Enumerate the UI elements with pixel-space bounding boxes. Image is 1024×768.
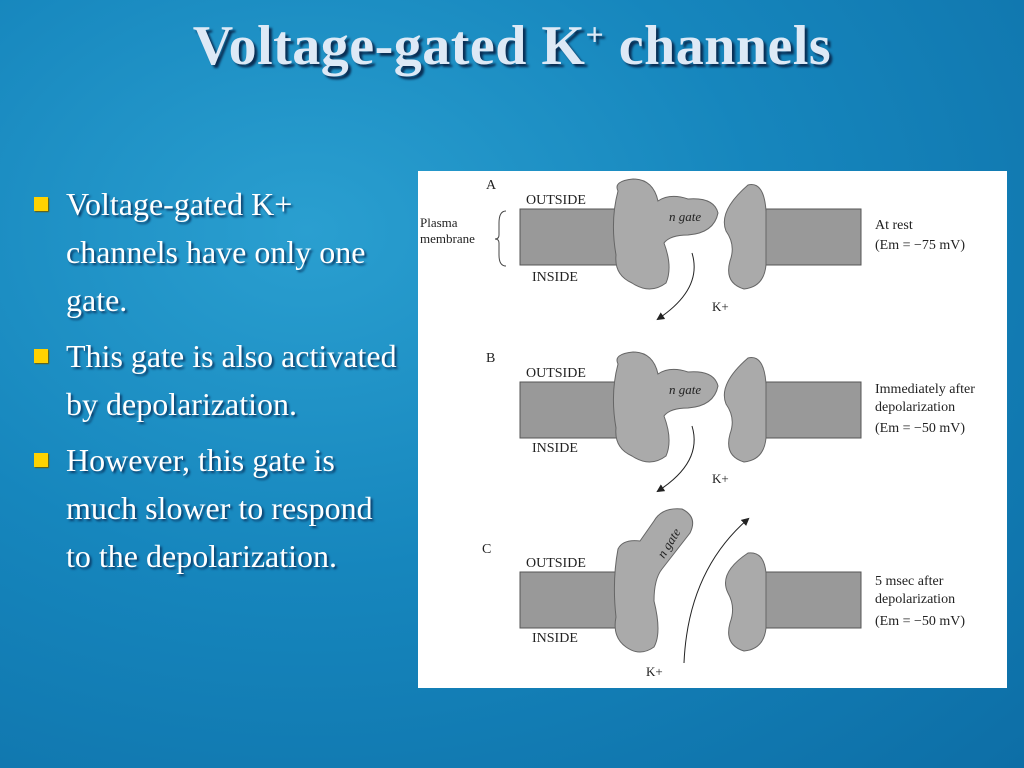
state-line-2: depolarization xyxy=(875,400,955,415)
plasma-label: Plasma xyxy=(420,215,458,230)
slide-title: Voltage-gated K+ channels xyxy=(0,14,1024,78)
ion-flow-arrow xyxy=(683,517,750,664)
ion-label: K+ xyxy=(712,299,729,314)
panel-b: B OUTSIDE INSIDE n gate K+ Immediately a… xyxy=(486,351,975,493)
bullet-square-icon xyxy=(34,349,48,363)
channel-left-subunit xyxy=(612,351,719,463)
channel-right-subunit xyxy=(725,552,767,652)
panel-letter: C xyxy=(482,542,491,557)
channel-right-subunit xyxy=(723,184,767,290)
membrane-left xyxy=(519,571,621,629)
outside-label: OUTSIDE xyxy=(526,366,586,381)
membrane-left xyxy=(519,208,621,266)
gate-label: n gate xyxy=(669,209,701,224)
membrane-label: membrane xyxy=(420,231,475,246)
membrane-brace xyxy=(494,210,507,267)
bullet-item: Voltage-gated K+ channels have only one … xyxy=(28,180,398,324)
state-line-1: 5 msec after xyxy=(875,574,944,589)
panel-c: C OUTSIDE INSIDE n gate K+ 5 msec after … xyxy=(482,508,965,679)
membrane-left xyxy=(519,381,621,439)
em-value: (Em = −50 mV) xyxy=(875,421,965,436)
inside-label: INSIDE xyxy=(532,631,578,646)
inside-label: INSIDE xyxy=(532,270,578,285)
ion-label: K+ xyxy=(646,664,663,679)
title-main: Voltage-gated K xyxy=(192,15,586,77)
channel-left-subunit xyxy=(613,508,694,653)
outside-label: OUTSIDE xyxy=(526,193,586,208)
title-superscript: + xyxy=(585,16,605,52)
state-line-1: At rest xyxy=(875,218,913,233)
panel-a: A OUTSIDE INSIDE n gate K+ At rest (Em =… xyxy=(486,178,965,321)
bullet-square-icon xyxy=(34,197,48,211)
em-value: (Em = −50 mV) xyxy=(875,614,965,629)
bullet-list: Voltage-gated K+ channels have only one … xyxy=(28,180,398,588)
ion-label: K+ xyxy=(712,471,729,486)
channel-right-subunit xyxy=(723,357,767,463)
bullet-text: Voltage-gated K+ channels have only one … xyxy=(66,186,366,318)
bullet-text: However, this gate is much slower to res… xyxy=(66,442,373,574)
membrane-right xyxy=(765,208,862,266)
inside-label: INSIDE xyxy=(532,441,578,456)
panel-letter: B xyxy=(486,351,495,366)
gate-label: n gate xyxy=(669,382,701,397)
bullet-text: This gate is also activated by depolariz… xyxy=(66,338,397,422)
bullet-item: This gate is also activated by depolariz… xyxy=(28,332,398,428)
bullet-item: However, this gate is much slower to res… xyxy=(28,436,398,580)
panel-letter: A xyxy=(486,178,497,193)
ion-flow-arrow xyxy=(656,425,695,493)
membrane-right xyxy=(765,381,862,439)
channel-left-subunit xyxy=(612,178,719,290)
outside-label: OUTSIDE xyxy=(526,556,586,571)
state-line-2: depolarization xyxy=(875,592,955,607)
title-tail: channels xyxy=(604,15,832,77)
em-value: (Em = −75 mV) xyxy=(875,238,965,253)
channel-figure: Plasma membrane A OUTSIDE INSIDE n gate … xyxy=(418,171,1007,688)
bullet-square-icon xyxy=(34,453,48,467)
ion-flow-arrow xyxy=(656,252,695,321)
state-line-1: Immediately after xyxy=(875,382,975,397)
membrane-right xyxy=(765,571,862,629)
